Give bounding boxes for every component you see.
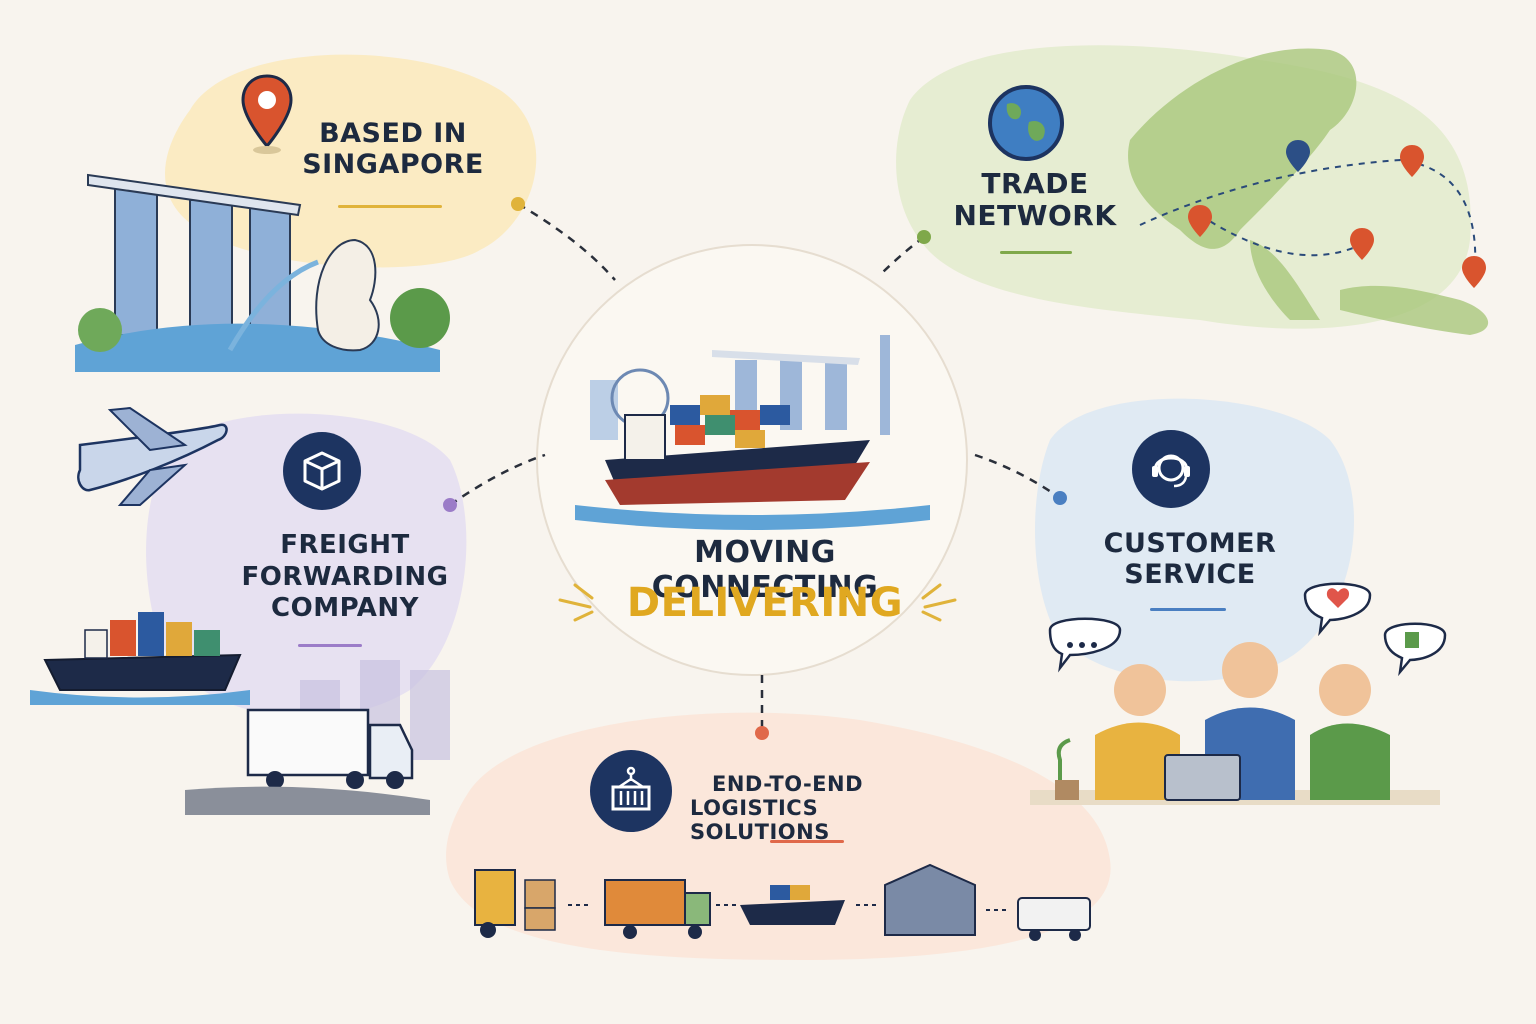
- asia-map-illustration: [1128, 48, 1489, 335]
- merlion-illustration: [227, 238, 380, 352]
- truck-illustration: [185, 660, 450, 815]
- location-pin-icon: [241, 74, 293, 154]
- trade-network-label: TRADE NETWORK: [950, 167, 1120, 233]
- connector-dot-customer: [1053, 491, 1067, 505]
- globe-icon: [988, 85, 1064, 161]
- connector-dot-logistics: [755, 726, 769, 740]
- freight-label-line2: FORWARDING: [241, 561, 449, 592]
- trade-label-line1: TRADE: [981, 167, 1089, 200]
- trade-label-line2: NETWORK: [953, 199, 1117, 233]
- singapore-label: BASED IN SINGAPORE: [298, 118, 488, 180]
- singapore-label-line1: BASED IN: [319, 118, 467, 149]
- connector-dot-freight: [443, 498, 457, 512]
- logistics-label-line2: LOGISTICS SOLUTIONS: [690, 796, 830, 845]
- headset-agent-icon: [1132, 430, 1210, 508]
- logistics-underline: [770, 840, 844, 843]
- customer-blob: [1035, 398, 1354, 682]
- connector-dot-singapore: [511, 197, 525, 211]
- trade-underline: [1000, 251, 1072, 254]
- customer-service-label: CUSTOMER SERVICE: [1090, 528, 1290, 590]
- freight-ship-illustration: [30, 612, 250, 705]
- logistics-label-line1: END-TO-END: [712, 772, 864, 796]
- logistics-label: END-TO-END LOGISTICS SOLUTIONS: [690, 772, 965, 844]
- connector-dot-trade: [917, 230, 931, 244]
- map-pin-markers: [1188, 140, 1486, 288]
- center-cargo-ship-illustration: [575, 395, 930, 530]
- customer-label-line1: CUSTOMER: [1103, 528, 1277, 559]
- airplane-illustration: [77, 406, 228, 506]
- freight-underline: [298, 644, 362, 647]
- logistics-chain-illustration: [474, 863, 1091, 941]
- center-tagline-line2: DELIVERING: [626, 580, 904, 626]
- center-tagline-line1: MOVING CONNECTING: [651, 535, 879, 605]
- singapore-label-line2: SINGAPORE: [302, 149, 484, 181]
- sparkle-marks: [558, 583, 957, 622]
- freight-label-line3: COMPANY: [271, 593, 419, 624]
- box-icon: [283, 432, 361, 510]
- freight-forwarding-label: FREIGHT FORWARDING COMPANY: [240, 530, 450, 625]
- singapore-underline: [338, 205, 442, 208]
- freight-label-line1: FREIGHT: [280, 530, 410, 560]
- customer-label-line2: SERVICE: [1124, 559, 1256, 591]
- container-crane-icon: [590, 750, 672, 832]
- freight-blob: [146, 413, 467, 718]
- customer-underline: [1150, 608, 1226, 611]
- customer-service-illustration: [1030, 582, 1447, 805]
